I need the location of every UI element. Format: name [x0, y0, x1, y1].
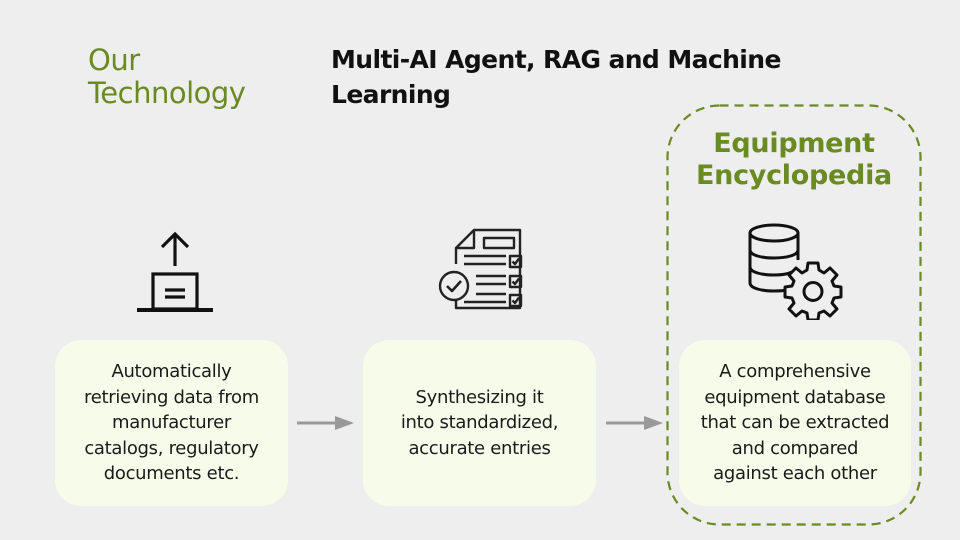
document-checklist-icon [436, 226, 526, 312]
database-gear-icon [742, 220, 846, 322]
page-heading-line: Learning [331, 80, 451, 109]
step-text-line: and compared [731, 437, 859, 459]
group-title: Equipment Encyclopedia [666, 128, 922, 192]
step-card-text: Synthesizing it into standardized, accur… [400, 385, 559, 462]
step-text-line: documents etc. [103, 463, 240, 485]
step-text-line: equipment database [704, 386, 886, 408]
step-text-line: A comprehensive [719, 361, 871, 383]
step-card-retrieve: Automatically retrieving data from manuf… [55, 340, 288, 506]
step-text-line: retrieving data from [84, 386, 259, 408]
step-text-line: Automatically [111, 361, 232, 383]
step-text-line: that can be extracted [700, 412, 890, 434]
step-text-line: into standardized, [400, 412, 559, 434]
group-title-line: Equipment [713, 128, 875, 159]
section-title-line: Our [88, 43, 140, 77]
section-title: Our Technology [88, 44, 308, 110]
step-text-line: manufacturer [111, 412, 231, 434]
step-card-synthesize: Synthesizing it into standardized, accur… [363, 340, 596, 506]
step-text-line: Synthesizing it [415, 386, 544, 408]
step-text-line: against each other [713, 463, 877, 485]
page-heading-line: Multi-AI Agent, RAG and Machine [331, 45, 781, 74]
step-card-database: A comprehensive equipment database that … [679, 340, 911, 506]
upload-icon [134, 226, 216, 316]
page-heading: Multi-AI Agent, RAG and Machine Learning [331, 42, 791, 112]
step-text-line: accurate entries [408, 437, 551, 459]
step-text-line: catalogs, regulatory [84, 437, 259, 459]
arrow-right-icon [606, 415, 664, 431]
section-title-line: Technology [88, 76, 246, 110]
group-title-line: Encyclopedia [696, 160, 892, 191]
step-card-text: A comprehensive equipment database that … [701, 359, 890, 487]
arrow-right-icon [297, 415, 355, 431]
step-card-text: Automatically retrieving data from manuf… [84, 359, 259, 487]
